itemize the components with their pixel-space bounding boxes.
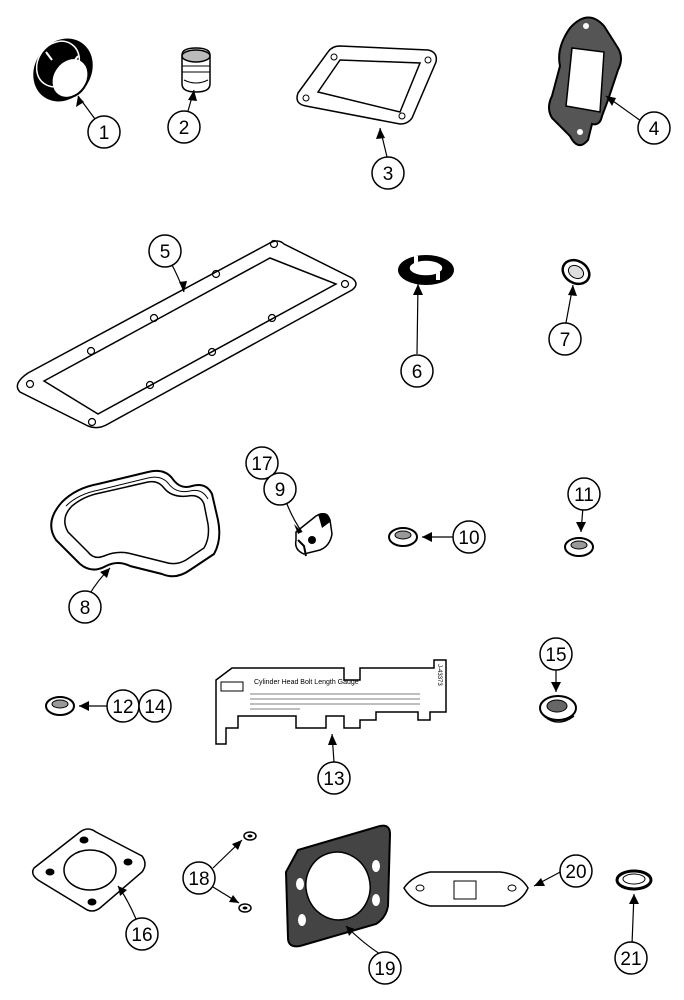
callout-7: 7 <box>548 322 582 356</box>
gauge-part-number: J-43373 <box>436 664 442 686</box>
part-8-gasket <box>50 469 221 578</box>
callout-10: 10 <box>452 520 486 554</box>
callout-2-label: 2 <box>179 118 190 139</box>
callout-9-label: 9 <box>275 480 286 501</box>
callout-21: 21 <box>614 941 648 975</box>
callout-13: 13 <box>317 761 351 795</box>
callout-18-label: 18 <box>188 869 209 890</box>
part-6-seal <box>398 255 454 285</box>
part-21-ring <box>615 869 653 891</box>
callout-5: 5 <box>148 234 182 268</box>
callout-20-label: 20 <box>565 862 586 883</box>
callout-10-label: 10 <box>458 528 479 549</box>
callout-11: 11 <box>567 477 601 511</box>
callout-15: 15 <box>539 637 573 671</box>
callout-9: 9 <box>263 472 297 506</box>
part-9-17-bracket <box>294 513 333 557</box>
callout-3-label: 3 <box>383 164 394 185</box>
callout-8-label: 8 <box>80 598 91 619</box>
part-2-cup-plug <box>181 47 211 93</box>
callout-4: 4 <box>637 111 671 145</box>
part-11-seal <box>564 537 594 557</box>
callout-19-label: 19 <box>374 959 395 980</box>
callout-16: 16 <box>125 917 159 951</box>
callout-11-label: 11 <box>574 485 594 506</box>
callout-18: 18 <box>182 861 216 895</box>
callout-17: 17 <box>245 446 279 480</box>
callout-20: 20 <box>559 854 593 888</box>
part-19-gasket <box>284 824 392 948</box>
part-4-gasket <box>548 16 622 147</box>
callout-8: 8 <box>68 590 102 624</box>
part-5-gasket <box>16 239 357 429</box>
callout-15-label: 15 <box>545 645 566 666</box>
part-3-gasket <box>296 45 438 125</box>
callout-6-label: 6 <box>412 362 423 383</box>
callout-6: 6 <box>400 354 434 388</box>
part-15-plug <box>539 695 577 723</box>
callout-14-label: 14 <box>144 697 166 718</box>
callout-1-label: 1 <box>99 123 110 144</box>
callout-13-label: 13 <box>323 769 344 790</box>
callout-14: 14 <box>138 689 172 723</box>
callout-7-label: 7 <box>560 330 571 351</box>
leader-arrowheads <box>76 90 639 936</box>
part-13-gauge: Cylinder Head Bolt Length Gauge J-43373 <box>215 659 447 745</box>
part-18-washers <box>238 831 257 913</box>
part-16-gasket <box>31 828 146 912</box>
callout-5-label: 5 <box>160 242 171 263</box>
callout-2: 2 <box>167 110 201 144</box>
callout-1: 1 <box>87 115 121 149</box>
callout-21-label: 21 <box>620 949 641 970</box>
callout-12: 12 <box>106 689 140 723</box>
callout-12-label: 12 <box>112 697 133 718</box>
part-1-seal <box>33 38 93 102</box>
callout-17-label: 17 <box>251 454 272 475</box>
part-7-ring <box>561 258 591 286</box>
callout-4-label: 4 <box>649 119 660 140</box>
part-20-plate <box>403 871 529 907</box>
part-10-seal <box>388 527 418 547</box>
part-12-14-seal <box>45 696 75 716</box>
callout-16-label: 16 <box>131 925 152 946</box>
gauge-title: Cylinder Head Bolt Length Gauge <box>254 679 359 686</box>
callout-3: 3 <box>371 156 405 190</box>
callout-19: 19 <box>368 951 402 985</box>
